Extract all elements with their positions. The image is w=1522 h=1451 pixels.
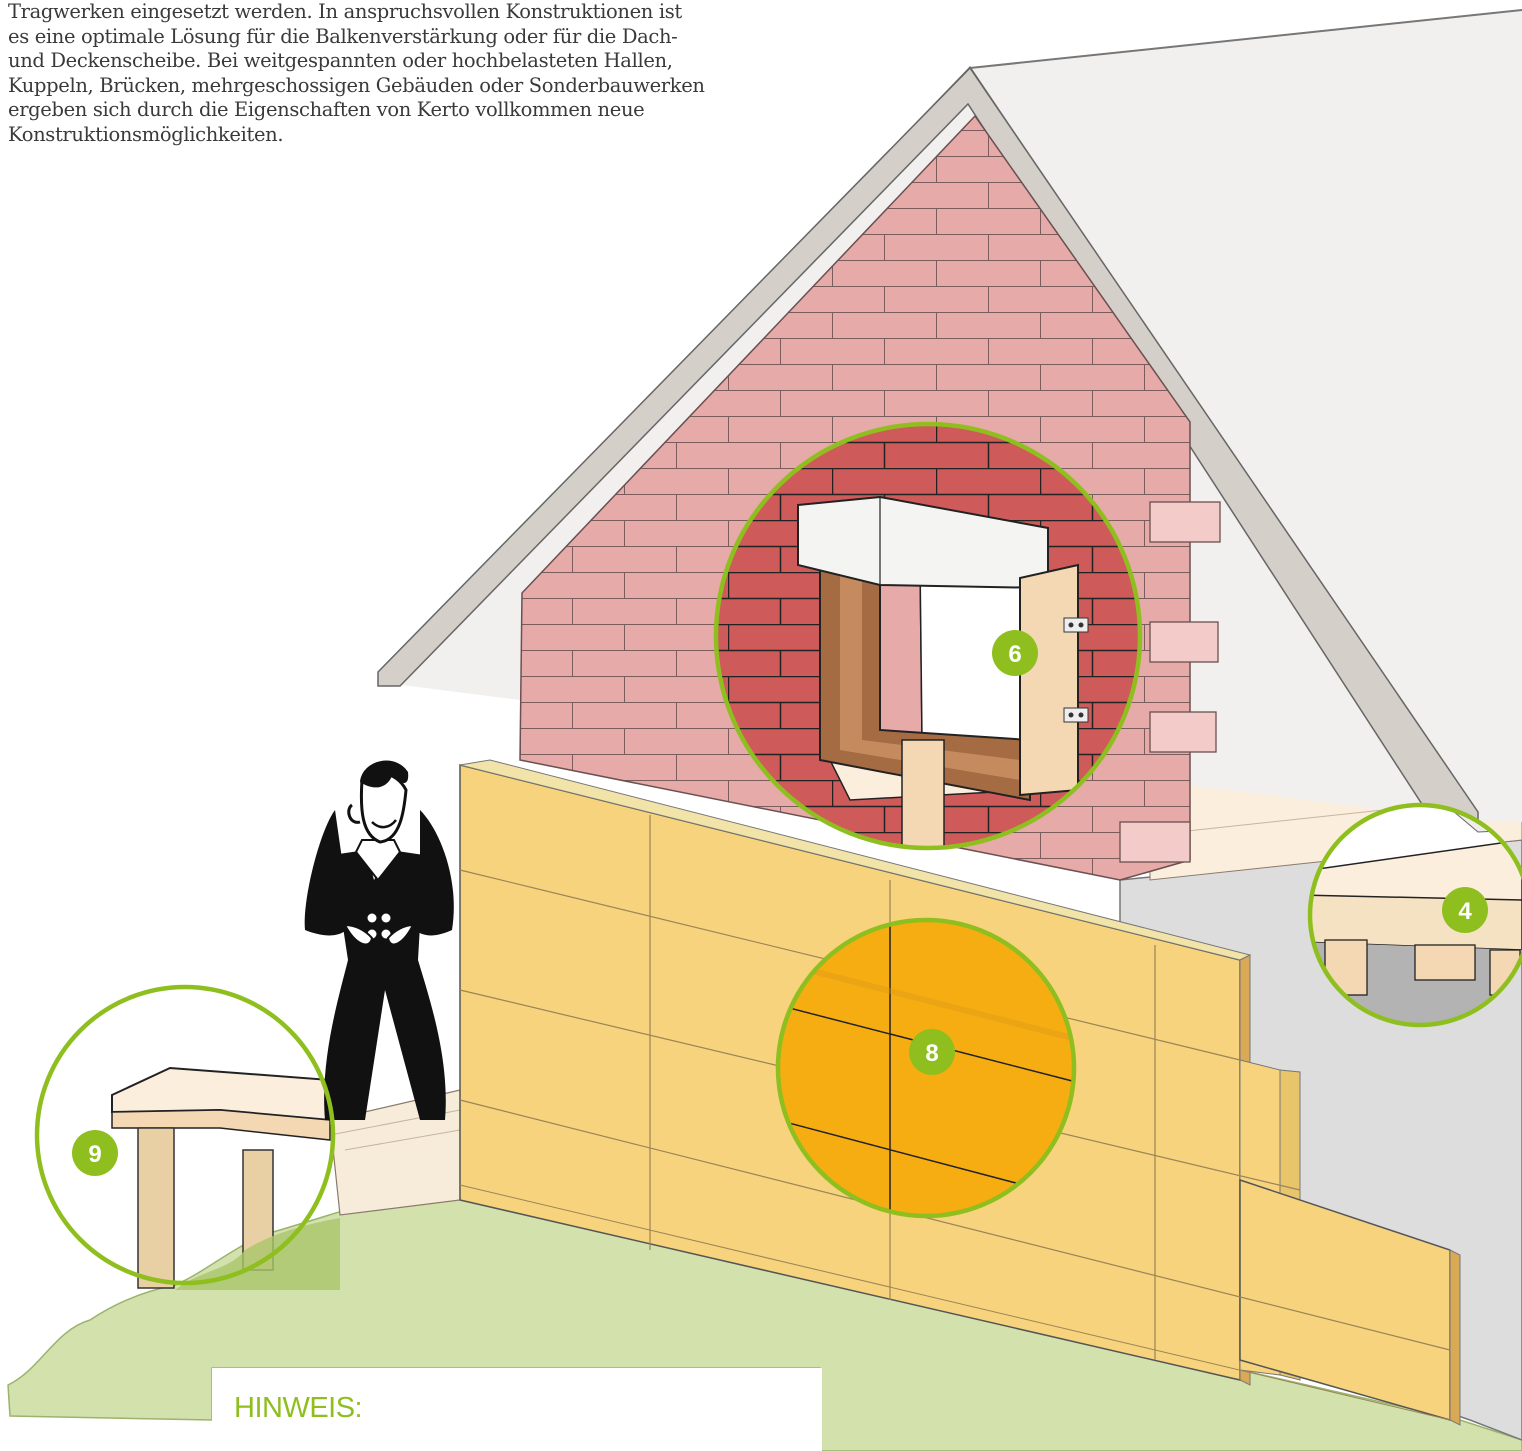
intro-line: ergeben sich durch die Eigenschaften von… [8, 98, 708, 123]
note-title: HINWEIS: [234, 1392, 362, 1425]
svg-text:8: 8 [925, 1040, 938, 1067]
svg-text:4: 4 [1458, 898, 1472, 925]
callout-badge-8[interactable]: 8 [909, 1029, 955, 1075]
intro-line: Kuppeln, Brücken, mehrgeschossigen Gebäu… [8, 74, 708, 99]
intro-line: und Deckenscheibe. Bei weitgespannten od… [8, 49, 708, 74]
svg-text:9: 9 [88, 1141, 101, 1168]
worker-figure-icon [305, 761, 454, 1120]
callout-badge-6[interactable]: 6 [992, 630, 1038, 676]
intro-line: es eine optimale Lösung für die Balkenve… [8, 25, 708, 50]
callout-badge-9[interactable]: 9 [72, 1130, 118, 1176]
intro-line: Konstruktionsmöglichkeiten. [8, 123, 708, 148]
intro-line: Tragwerken eingesetzt werden. In anspruc… [8, 0, 708, 25]
callout-badge-4[interactable]: 4 [1442, 887, 1488, 933]
intro-paragraph: Tragwerken eingesetzt werden. In anspruc… [8, 0, 708, 147]
svg-text:6: 6 [1008, 641, 1021, 668]
